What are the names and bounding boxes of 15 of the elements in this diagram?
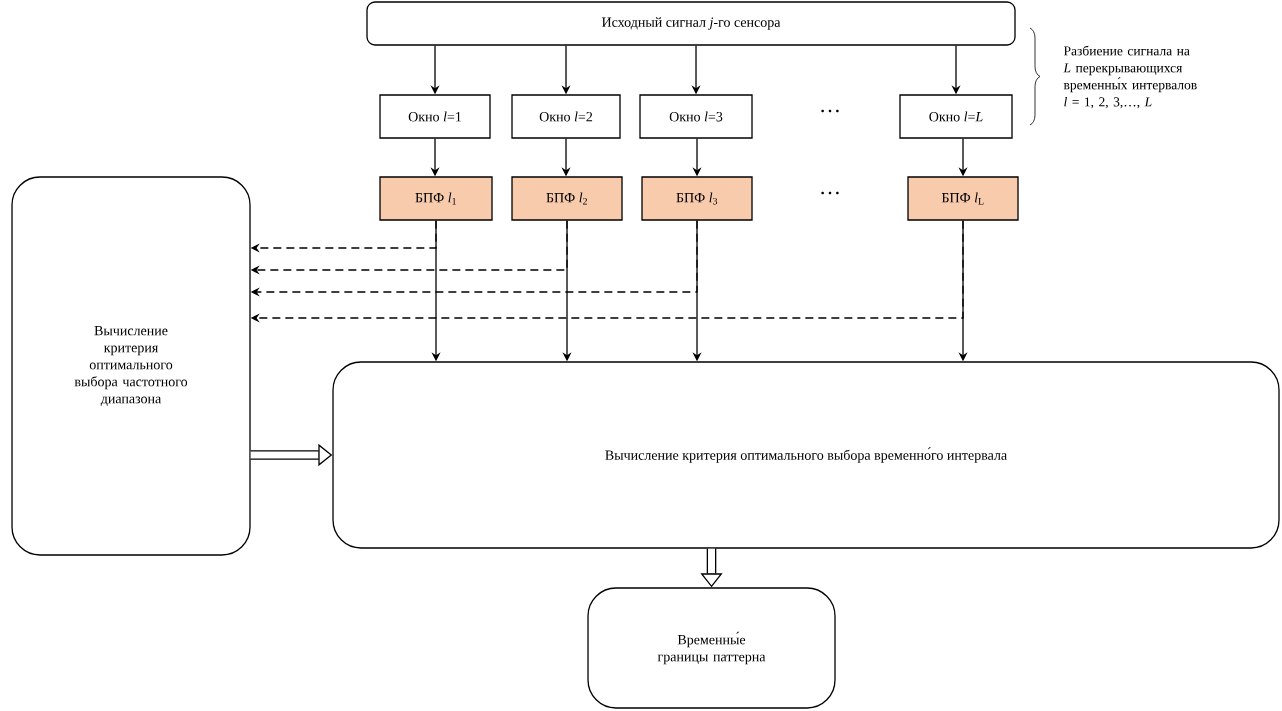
window-box: Окно l=L <box>899 94 1013 139</box>
window-box: Окно l=3 <box>639 94 753 139</box>
fft-box: БПФ l$_{1}$ <box>379 176 493 221</box>
process-box: Вычисление критерия оптимального выбора временно́го интервала <box>332 361 1280 549</box>
fft-box: БПФ l$_{2}$ <box>511 176 623 221</box>
process-box: Временны́е границы паттерна <box>587 587 836 709</box>
window-box: Окно l=2 <box>511 94 621 139</box>
ellipsis: … <box>821 191 839 195</box>
note-text: Разбиение сигнала на L перекрывающихся временны́х интервалов l = 1, 2, 3,…, L <box>1063 45 1197 109</box>
process-box: Исходный сигнал j-го сенсора <box>366 1 1016 46</box>
window-box: Окно l=1 <box>379 94 491 139</box>
ellipsis: … <box>821 109 839 113</box>
fft-box: БПФ l$_{L}$ <box>907 176 1019 221</box>
fft-box: БПФ l$_{3}$ <box>641 176 753 221</box>
process-box: Вычисление критерия оптимального выбора частотного диапазона <box>11 176 251 556</box>
